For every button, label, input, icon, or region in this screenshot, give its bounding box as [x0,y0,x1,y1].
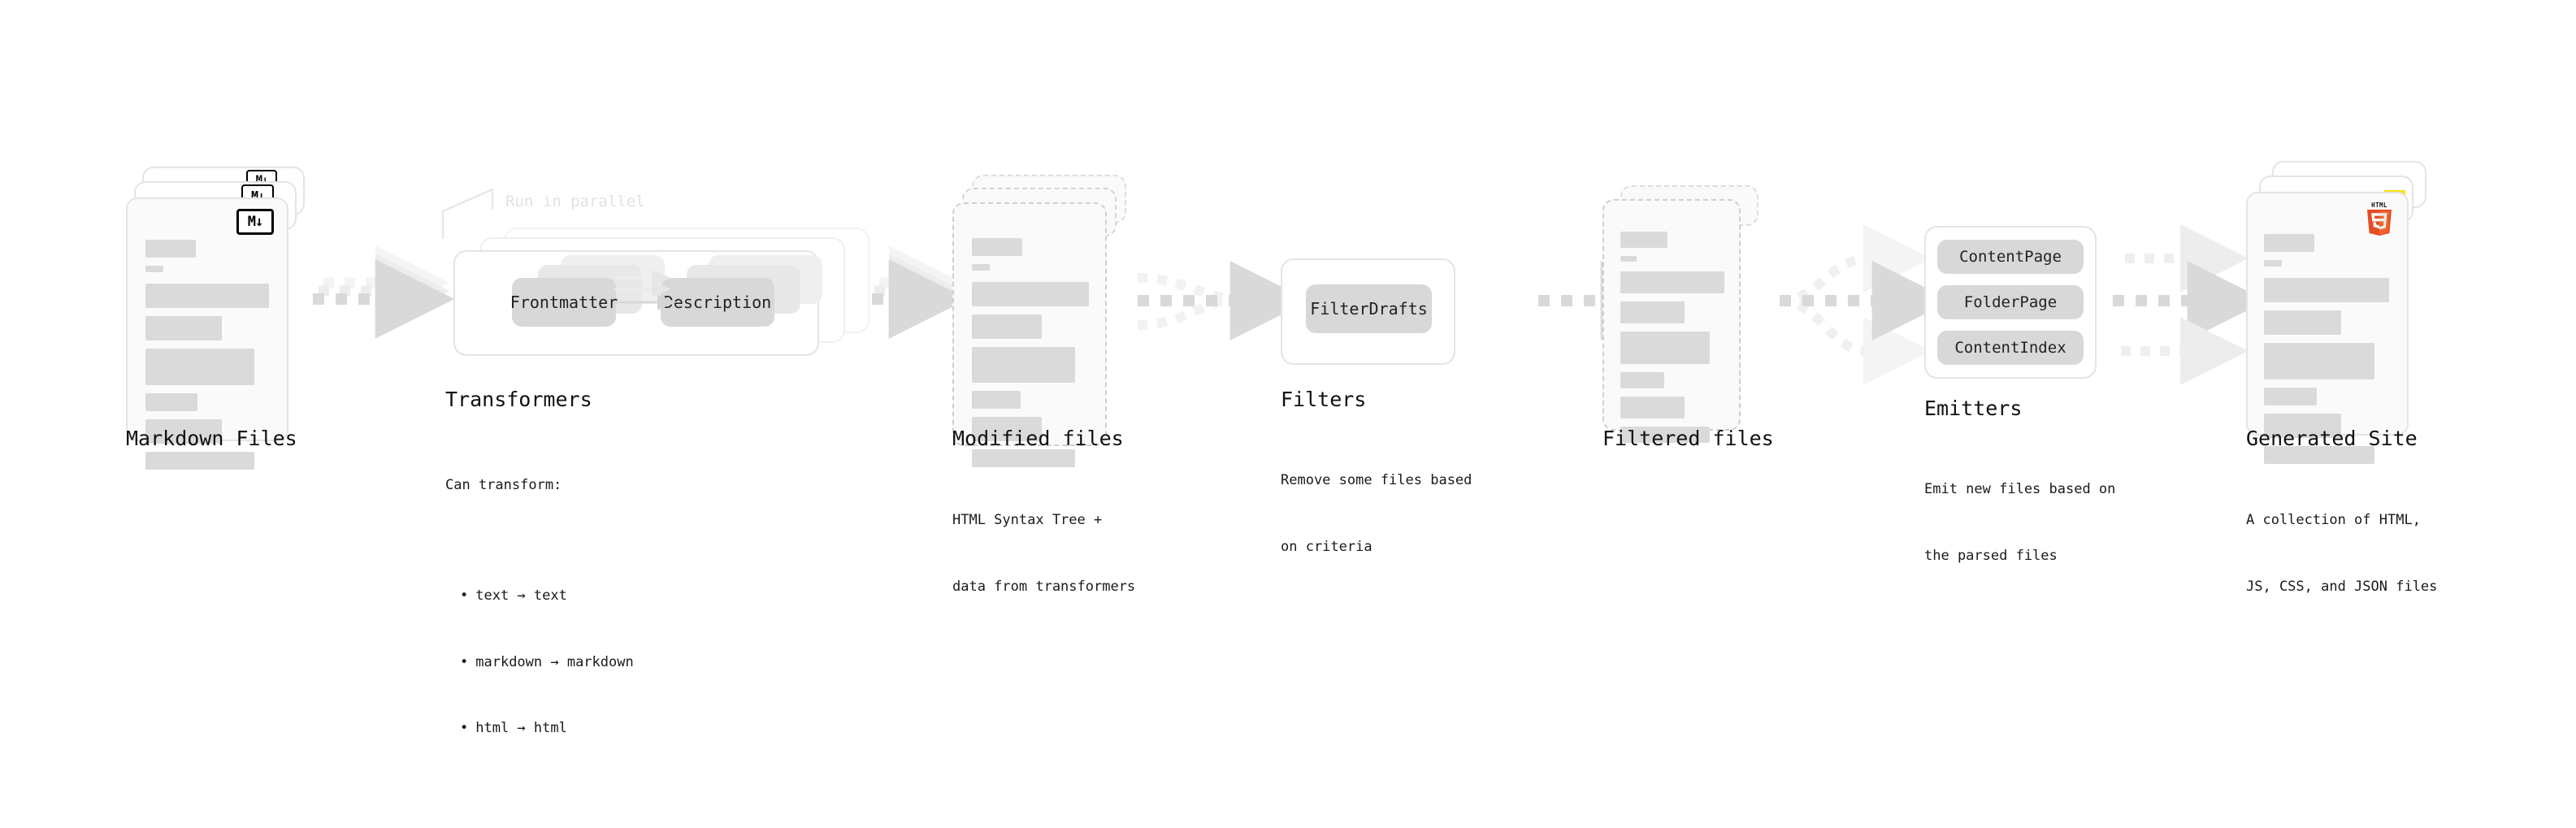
html5-badge: HTML [2365,201,2394,236]
content-bar [1620,397,1685,418]
description-line: on criteria [1281,538,1373,555]
emitter-chip-contentindex[interactable]: ContentIndex [1937,331,2084,365]
description-line: HTML Syntax Tree + [952,512,1103,529]
generated-site-description: A collection of HTML, JS, CSS, and JSON … [2246,466,2437,643]
transformer-chip-description-label: Description [663,293,772,312]
content-bar [145,393,197,411]
content-bar [2264,234,2314,252]
run-in-parallel-leader [441,188,494,239]
modified-file-card-front[interactable] [952,202,1107,467]
content-bar [972,449,1075,467]
arrow-emitters-to-site [2113,224,2267,385]
content-bar [1620,271,1724,293]
content-bar [2264,388,2317,405]
emitter-chip-folderpage[interactable]: FolderPage [1937,285,2084,319]
modified-files-description: HTML Syntax Tree + data from transformer… [952,466,1135,643]
list-item: markdown → markdown [460,652,633,674]
description-line: A collection of HTML, [2246,512,2421,529]
caption-filters: Filters [1281,388,1367,411]
content-bar [1620,332,1711,364]
filter-chip-filterdrafts-label: FilterDrafts [1310,299,1428,319]
transformer-chip-frontmatter[interactable]: Frontmatter [510,278,618,327]
content-bar [1620,256,1637,262]
markdown-badge-text-front: M↓ [247,213,264,230]
annotation-run-in-parallel: Run in parallel [505,193,645,210]
content-bar [1620,301,1685,323]
description-line: JS, CSS, and JSON files [2246,578,2438,595]
content-bar [972,391,1021,409]
content-bar [145,419,223,444]
content-bar [1620,427,1711,443]
description-line: Emit new files based on [1924,481,2116,498]
caption-filtered-files: Filtered files [1602,427,1774,450]
content-bar [2264,414,2342,438]
filters-description: Remove some files based on criteria [1281,426,1472,603]
description-line: Remove some files based [1281,472,1472,489]
html5-badge-glyph: HTML [2367,202,2392,236]
content-bar [972,314,1043,339]
transformers-bullet-list: text → text markdown → markdown html → h… [445,541,634,784]
content-bar [2264,446,2374,464]
caption-markdown-files: Markdown Files [126,427,297,450]
content-bar [145,266,163,272]
content-bar [2264,310,2342,335]
list-item: html → html [460,717,634,739]
caption-transformers: Transformers [445,388,592,411]
transformer-chip-description[interactable]: Description [661,278,774,327]
content-bar [2264,260,2282,267]
content-bar [972,347,1075,383]
content-bar [972,417,1043,441]
content-bar [972,282,1089,306]
filtered-file-card-front[interactable] [1602,199,1741,443]
content-bar [145,452,254,470]
content-bar [1620,232,1667,248]
transformer-internal-arrows [613,270,677,310]
arrow-filtered-to-emitters [1779,224,1952,385]
diagram-canvas: M↓ M↓ M↓ Markdown Files Frontmatter [0,0,2576,681]
arrow-markdown-to-transformers [313,245,455,339]
content-bar [1620,372,1664,388]
content-bar [2264,343,2374,379]
description-line: the parsed files [1924,547,2058,564]
list-item: text → text [460,585,634,607]
content-bar [972,264,990,271]
markdown-badge: M↓ [236,209,274,235]
arrow-modified-to-filters [1137,261,1310,340]
markdown-file-card-front[interactable] [126,197,288,470]
content-bar [972,238,1022,256]
svg-text:HTML: HTML [2371,202,2387,209]
site-file-card-front[interactable] [2246,192,2409,464]
emitter-chip-contentindex-label: ContentIndex [1954,339,2066,357]
caption-modified-files: Modified files [952,427,1124,450]
content-bar [145,284,269,308]
caption-emitters: Emitters [1924,397,2023,420]
description-line: data from transformers [952,578,1136,595]
content-bar [145,349,254,385]
content-bar [2264,278,2389,302]
emitter-chip-contentpage-label: ContentPage [1959,248,2062,266]
caption-generated-site: Generated Site [2246,427,2418,450]
transformers-description: Can transform: text → text markdown → ma… [445,431,634,828]
markdown-file-content [145,240,269,478]
emitter-chip-contentpage[interactable]: ContentPage [1937,240,2084,274]
filtered-file-content [1620,232,1724,451]
site-file-content [2264,234,2389,472]
emitters-description: Emit new files based on the parsed files [1924,435,2115,612]
filter-chip-filterdrafts[interactable]: FilterDrafts [1306,284,1432,333]
content-bar [145,240,196,258]
transformers-description-lead: Can transform: [445,477,562,494]
content-bar [145,316,223,340]
modified-file-content [972,238,1089,475]
emitter-chip-folderpage-label: FolderPage [1963,293,2058,311]
transformer-chip-frontmatter-label: Frontmatter [510,293,618,312]
